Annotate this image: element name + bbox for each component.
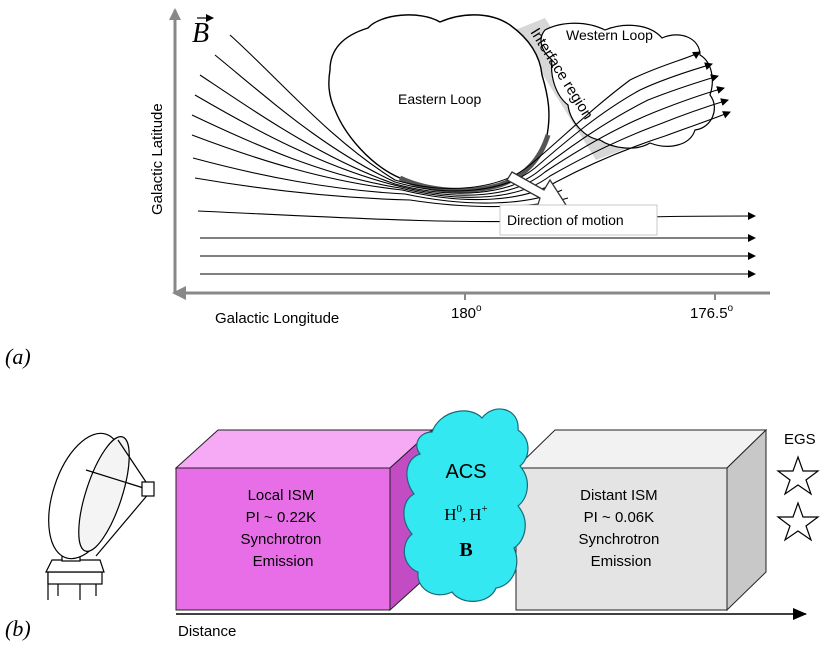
acs-title: ACS xyxy=(445,461,486,483)
panel-b: Local ISM PI ~ 0.22K Synchrotron Emissio… xyxy=(5,408,820,641)
panel-a-label: (a) xyxy=(5,344,31,369)
motion-arrow xyxy=(506,171,568,209)
acs-cloud: ACS H0,H+ B xyxy=(403,408,529,602)
star-icon xyxy=(776,455,820,496)
y-axis-label: Galactic Latitude xyxy=(149,103,166,215)
local-ism-top xyxy=(174,429,434,469)
local-ism-line-3: Synchrotron xyxy=(240,531,321,548)
local-ism-front xyxy=(175,467,391,611)
field-label: B xyxy=(192,18,209,49)
field-lines-straight xyxy=(197,210,756,278)
egs-label: EGS xyxy=(784,431,816,448)
distant-ism-line-1: Distant ISM xyxy=(580,487,658,504)
local-ism-box: Local ISM PI ~ 0.22K Synchrotron Emissio… xyxy=(174,428,434,612)
acs-field-symbol: B xyxy=(459,539,472,561)
x-axis-label: Galactic Longitude xyxy=(215,310,339,327)
eastern-loop xyxy=(328,14,550,192)
field-line xyxy=(192,157,563,204)
motion-label: Direction of motion xyxy=(507,212,624,228)
tick-label-176-5: 176.5o xyxy=(690,303,734,322)
distant-ism-box: Distant ISM PI ~ 0.06K Synchrotron Emiss… xyxy=(514,428,768,612)
distant-ism-text: Distant ISM PI ~ 0.06K Synchrotron Emiss… xyxy=(578,487,663,570)
local-ism-line-2: PI ~ 0.22K xyxy=(246,509,316,526)
radio-telescope-icon xyxy=(45,432,155,600)
distant-ism-line-4: Emission xyxy=(591,553,652,570)
field-line xyxy=(197,210,756,223)
distant-ism-top xyxy=(514,429,768,469)
local-ism-line-4: Emission xyxy=(253,553,314,570)
local-ism-line-1: Local ISM xyxy=(248,487,315,504)
local-ism-text: Local ISM PI ~ 0.22K Synchrotron Emissio… xyxy=(240,487,325,570)
motion-label-box xyxy=(499,204,658,236)
eastern-loop-label: Eastern Loop xyxy=(398,91,481,107)
distant-ism-front xyxy=(515,467,728,611)
western-loop-label: Western Loop xyxy=(566,27,653,43)
acs-species: H0,H+ xyxy=(444,503,488,524)
distant-ism-line-3: Synchrotron xyxy=(578,531,659,548)
tick-label-180: 180o xyxy=(451,303,482,322)
panel-b-label: (b) xyxy=(5,616,31,641)
distant-ism-line-2: PI ~ 0.06K xyxy=(584,509,654,526)
panel-a: B Eastern Loop Western Loop Interface re… xyxy=(5,8,770,369)
x-axis-left-arrow xyxy=(172,286,186,300)
acs-cloud-shape xyxy=(403,408,529,602)
star-icon xyxy=(776,501,820,542)
distance-label: Distance xyxy=(178,623,236,640)
